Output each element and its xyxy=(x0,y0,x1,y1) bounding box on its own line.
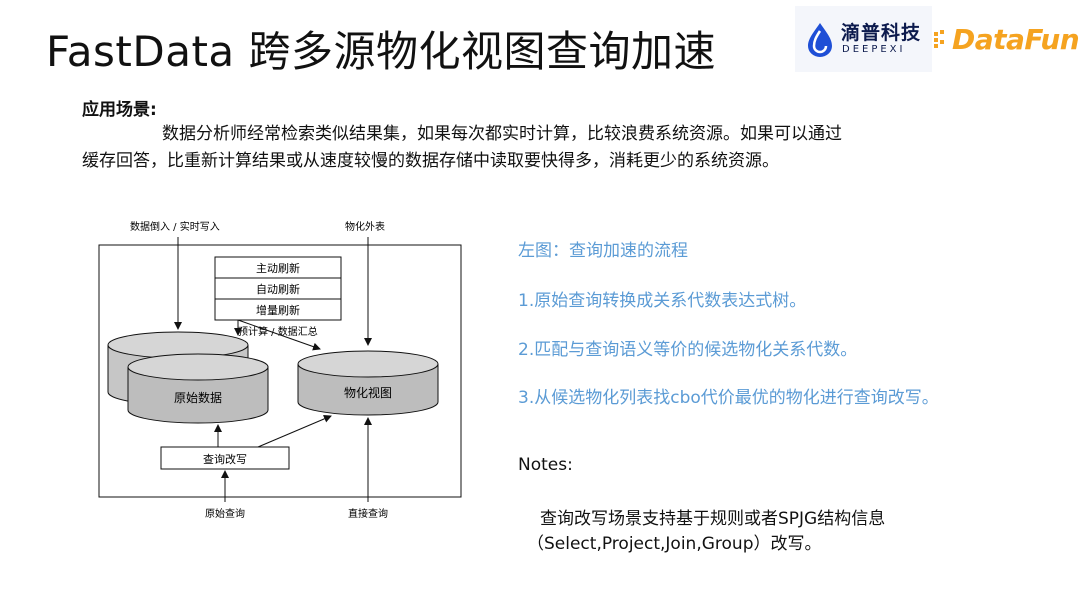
scenario-line-1: 数据分析师经常检索类似结果集，如果每次都实时计算，比较浪费系统资源。如果可以通过 xyxy=(162,124,842,144)
scenario-heading: 应用场景: xyxy=(82,100,157,120)
query-rewrite-label: 查询改写 xyxy=(203,452,247,466)
query-rewrite-box xyxy=(160,446,290,470)
deepexi-drop-icon xyxy=(808,23,832,57)
datafun-dots-icon xyxy=(934,30,944,48)
deepexi-logo-en: DEEPEXI xyxy=(842,44,906,55)
refresh-active-label: 主动刷新 xyxy=(256,261,300,275)
diagram-frame xyxy=(98,244,462,498)
diagram-caption: 左图：查询加速的流程 xyxy=(518,241,688,261)
raw-data-cylinder xyxy=(127,353,269,424)
notes-line-1: 查询改写场景支持基于规则或者SPJG结构信息 xyxy=(540,509,886,529)
materialized-view-cylinder xyxy=(297,350,439,416)
step-1: 1.原始查询转换成关系代数表达式树。 xyxy=(518,291,807,311)
label-ingest: 数据倒入 / 实时写入 xyxy=(130,220,220,233)
label-raw-query: 原始查询 xyxy=(205,507,245,520)
refresh-incremental-label: 增量刷新 xyxy=(256,303,300,317)
arrow-rewrite-to-view xyxy=(257,415,332,448)
label-precompute: 预计算 / 数据汇总 xyxy=(238,325,318,338)
label-external: 物化外表 xyxy=(345,220,385,233)
raw-data-label: 原始数据 xyxy=(174,390,222,405)
notes-line-2: （Select,Project,Join,Group）改写。 xyxy=(527,534,822,554)
scenario-line-2: 缓存回答，比重新计算结果或从速度较慢的数据存储中读取要快得多，消耗更少的系统资源… xyxy=(82,151,779,171)
deepexi-logo: 滴普科技 DEEPEXI xyxy=(795,6,932,72)
materialized-view-label: 物化视图 xyxy=(344,385,392,400)
refresh-auto-label: 自动刷新 xyxy=(256,282,300,296)
slide-title: FastData 跨多源物化视图查询加速 xyxy=(46,27,717,76)
label-direct-query: 直接查询 xyxy=(348,507,388,520)
datafun-logo-text: DataFun. xyxy=(952,23,1080,56)
notes-heading: Notes: xyxy=(518,455,573,475)
step-2: 2.匹配与查询语义等价的候选物化关系代数。 xyxy=(518,340,858,360)
step-3: 3.从候选物化列表找cbo代价最优的物化进行查询改写。 xyxy=(518,388,939,408)
query-acceleration-diagram: 数据倒入 / 实时写入 物化外表 主动刷新 自动刷新 增量刷新 预计算 / 数据… xyxy=(98,220,462,520)
deepexi-logo-cn: 滴普科技 xyxy=(841,22,922,44)
datafun-logo: DataFun. xyxy=(934,20,1080,60)
refresh-incremental-box xyxy=(214,298,342,321)
arrow-precompute xyxy=(237,319,321,351)
